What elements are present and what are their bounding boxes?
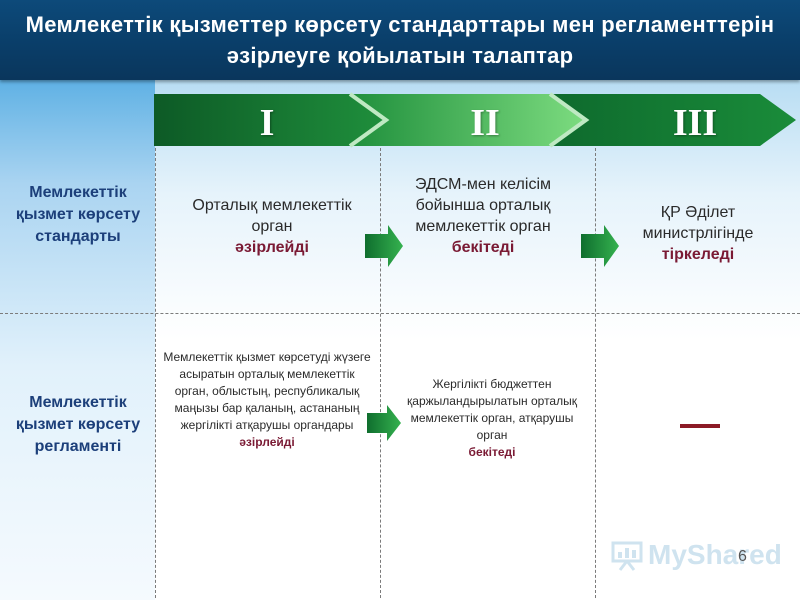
row-divider <box>0 313 800 314</box>
cell-text: Мемлекеттік қызмет көрсетуді жүзеге асыр… <box>163 350 371 432</box>
page-number: 6 <box>738 548 747 565</box>
standard-phase-2-cell: ЭДСМ-мен келісім бойынша орталық мемлеке… <box>388 174 578 258</box>
standard-phase-1-cell: Орталық мемлекеттік орган әзірлейді <box>172 195 372 258</box>
row-label-regulation: Мемлекеттік қызмет көрсету регламенті <box>15 394 141 455</box>
cell-action: әзірлейді <box>235 239 309 256</box>
cell-text: Жергілікті бюджеттен қаржыландырылатын о… <box>407 377 577 442</box>
cell-text: ҚР Әділет министрлігінде <box>642 204 754 242</box>
column-divider <box>595 148 596 598</box>
cell-action: тіркеледі <box>661 246 735 263</box>
watermark: MyShared <box>610 535 782 575</box>
cell-action: бекітеді <box>468 445 516 459</box>
regulation-phase-2-cell: Жергілікті бюджеттен қаржыландырылатын о… <box>402 376 582 461</box>
cell-text: ЭДСМ-мен келісім бойынша орталық мемлеке… <box>414 176 551 235</box>
phase-chevrons <box>154 92 796 148</box>
standard-phase-3-cell: ҚР Әділет министрлігінде тіркеледі <box>618 202 778 265</box>
phase-2-label: II <box>470 102 500 144</box>
content-background <box>155 80 800 600</box>
phase-3-label: III <box>672 102 718 144</box>
cell-text: Орталық мемлекеттік орган <box>192 197 352 235</box>
phase-3-chevron <box>550 94 796 146</box>
cell-action: әзірлейді <box>239 435 295 449</box>
slide-title: Мемлекеттік қызметтер көрсету стандартта… <box>25 12 775 68</box>
cell-action: бекітеді <box>451 239 515 256</box>
row-label-standard: Мемлекеттік қызмет көрсету стандарты <box>15 184 141 245</box>
arrow-right-icon <box>581 225 619 267</box>
phase-1-chevron <box>154 94 386 146</box>
not-applicable-dash <box>680 424 720 428</box>
presentation-board-icon <box>611 541 643 571</box>
phase-1-label: I <box>259 102 275 144</box>
arrow-right-icon <box>367 405 401 441</box>
regulation-phase-1-cell: Мемлекеттік қызмет көрсетуді жүзеге асыр… <box>162 349 372 451</box>
arrow-right-icon <box>365 225 403 267</box>
title-bar: Мемлекеттік қызметтер көрсету стандартта… <box>0 0 800 80</box>
row-label-panel <box>0 80 155 600</box>
column-divider <box>155 148 156 598</box>
phase-2-chevron <box>350 94 586 146</box>
watermark-text: MyShared <box>648 539 782 570</box>
column-divider <box>380 148 381 598</box>
